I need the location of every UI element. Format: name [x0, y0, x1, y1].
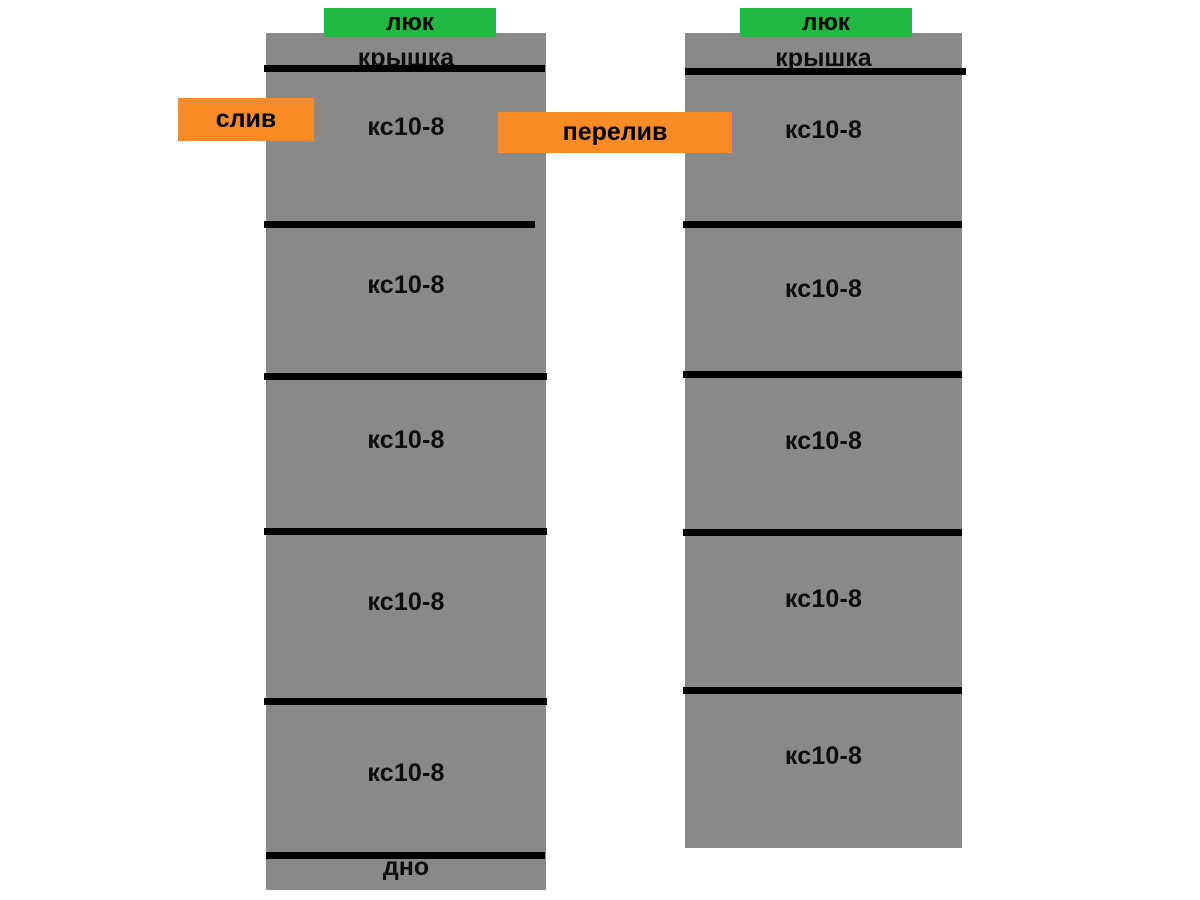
- well-right-ring-label-1: кс10-8: [784, 116, 863, 144]
- well-left-ring-label-3: кс10-8: [367, 426, 445, 454]
- well-right-divider-1: [683, 221, 962, 228]
- drain-pipe: слив: [178, 98, 314, 141]
- drain-pipe-label: слив: [215, 105, 277, 133]
- well-left-divider-3: [264, 528, 547, 535]
- well-left-ring-label-1: кс10-8: [367, 113, 445, 141]
- well-right-ring-label-2: кс10-8: [784, 275, 863, 303]
- overflow-pipe: перелив: [498, 112, 732, 153]
- well-left-divider-4: [264, 698, 547, 705]
- well-right-hatch-label: люк: [802, 8, 850, 36]
- well-left-divider-cover: [264, 65, 545, 72]
- well-left-hatch-label: люк: [386, 8, 434, 36]
- well-right-shaft: крышка кс10-8 кс10-8 кс10-8 кс10-8 кс10-…: [685, 33, 962, 848]
- well-left-ring-label-2: кс10-8: [367, 271, 445, 299]
- overflow-pipe-label: перелив: [562, 118, 668, 146]
- well-right-cover-label: крышка: [775, 44, 872, 72]
- well-right-divider-4: [683, 687, 962, 694]
- well-left-ring-label-5: кс10-8: [367, 759, 445, 787]
- well-left-divider-1: [264, 221, 535, 228]
- well-left-shaft: крышка кс10-8 кс10-8 кс10-8 кс10-8 кс10-…: [266, 33, 546, 890]
- well-right-ring-label-4: кс10-8: [784, 585, 863, 613]
- well-right-hatch: люк: [740, 8, 912, 37]
- well-right-divider-2: [683, 371, 962, 378]
- well-left-ring-label-4: кс10-8: [367, 588, 445, 616]
- well-left-divider-bottom: [266, 852, 545, 859]
- well-right-divider-3: [683, 529, 962, 536]
- well-right-ring-label-5: кс10-8: [784, 742, 863, 770]
- well-left-divider-2: [264, 373, 547, 380]
- well-right-divider-cover: [685, 68, 966, 75]
- well-right-ring-label-3: кс10-8: [784, 427, 863, 455]
- well-left-hatch: люк: [324, 8, 496, 37]
